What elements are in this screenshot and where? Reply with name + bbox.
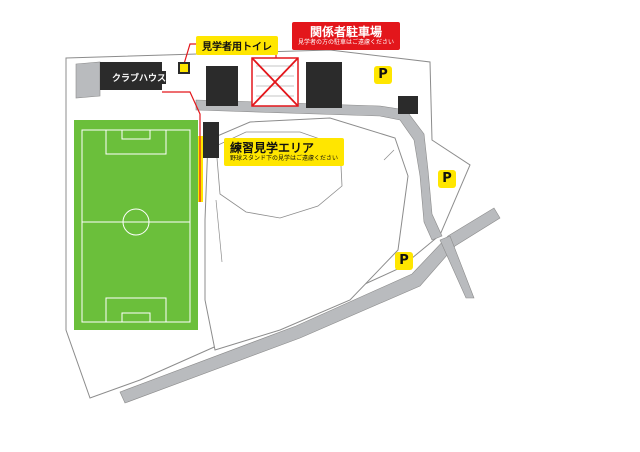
foul-line-right: [383, 149, 395, 161]
parking-icon: P: [438, 170, 456, 188]
road-north: [195, 99, 443, 241]
staff-parking-note: 見学者の方の駐車はご遠慮ください: [298, 39, 395, 46]
staff-parking-title: 関係者駐車場: [310, 25, 383, 39]
building-3: [398, 96, 418, 114]
building-1: [206, 66, 238, 106]
practice-area-label: 練習見学エリア 野球スタンド下の見学はご遠慮ください: [224, 138, 345, 166]
parking-icon: P: [374, 66, 392, 84]
practice-viewing-stand: [203, 122, 219, 158]
practice-area-title: 練習見学エリア: [230, 141, 315, 155]
foul-line-left: [215, 199, 223, 263]
road-branch-southeast: [439, 235, 475, 299]
practice-area-pointer: [162, 91, 201, 202]
staff-parking-label: 関係者駐車場 見学者の方の駐車はご遠慮ください: [292, 22, 401, 50]
building-2: [306, 62, 342, 108]
soccer-field: [74, 120, 198, 330]
road-south: [119, 207, 501, 404]
toilet-icon: [178, 62, 190, 74]
road-west-entry: [75, 61, 101, 99]
clubhouse-label: クラブハウス: [112, 71, 167, 84]
practice-area-note: 野球スタンド下の見学はご遠慮ください: [230, 155, 339, 162]
staff-parking-lot: [251, 57, 299, 107]
toilet-label: 見学者用トイレ: [196, 36, 278, 55]
parking-icon: P: [395, 252, 413, 270]
